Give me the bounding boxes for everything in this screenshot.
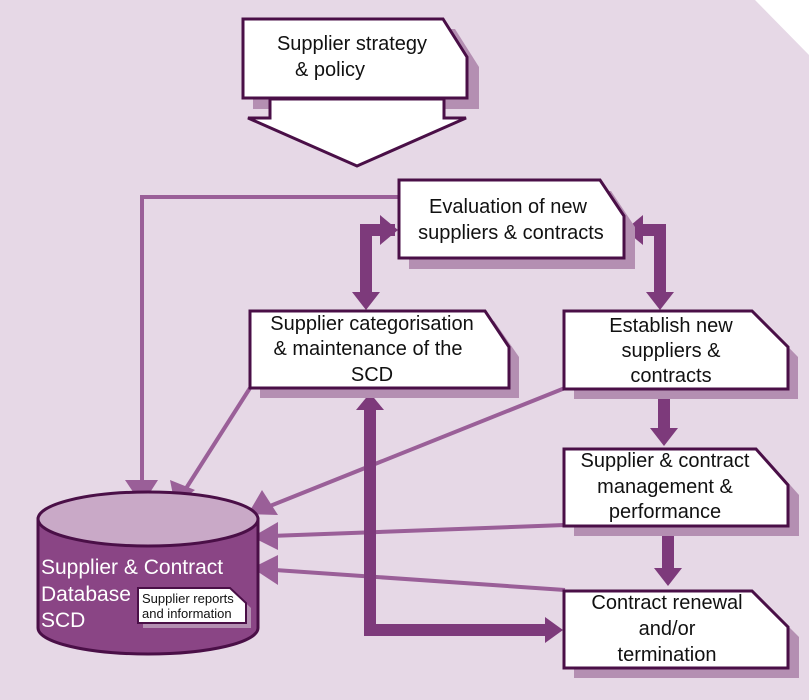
arrowhead-to-management <box>650 428 678 446</box>
database-top <box>36 490 260 548</box>
establish-label-line1: Establish new <box>609 315 733 337</box>
thick-connectors <box>352 215 682 643</box>
node-establish[interactable]: Establish new suppliers & contracts <box>562 309 798 399</box>
evaluation-label-line1: Evaluation of new <box>429 196 587 218</box>
arrowhead-to-renewal <box>654 568 682 586</box>
connector-renewal-database <box>274 568 566 592</box>
database-label-line1: Supplier & Contract <box>41 556 223 579</box>
node-database[interactable]: Supplier & Contract Database SCD <box>36 490 260 656</box>
arrowhead-to-categorisation-up <box>356 393 384 410</box>
arrowhead-renewal-database <box>252 555 278 585</box>
node-reports[interactable]: Supplier reports and information <box>137 587 251 628</box>
management-label-line3: performance <box>609 501 721 523</box>
strategy-label-line1: Supplier strategy <box>277 33 427 55</box>
connector-establish-database <box>264 386 566 510</box>
arrowhead-establish-database <box>248 490 278 515</box>
categorisation-label-line2: & maintenance of the <box>273 338 462 360</box>
categorisation-label-line3: SCD <box>351 364 393 386</box>
node-renewal[interactable]: Contract renewal and/or termination <box>562 589 799 678</box>
establish-label-line3: contracts <box>630 365 711 387</box>
block-arrow-strategy-evaluation <box>247 97 467 168</box>
management-label-line2: management & <box>597 476 733 498</box>
arrowhead-to-renewal-left <box>545 617 563 643</box>
connector-management-database <box>269 523 566 538</box>
connector-categorisation-database <box>183 386 252 492</box>
thin-connectors <box>140 195 566 592</box>
arrowhead-to-establish <box>646 292 674 310</box>
database-label-line3: SCD <box>41 609 85 632</box>
strategy-label-line2: & policy <box>295 59 365 81</box>
arrowhead-to-evaluation-left <box>380 215 398 245</box>
management-label-line1: Supplier & contract <box>581 450 750 472</box>
evaluation-label-line2: suppliers & contracts <box>418 222 604 244</box>
connector-renewal-categorisation <box>364 410 545 636</box>
node-strategy[interactable]: Supplier strategy & policy <box>241 17 479 109</box>
node-evaluation[interactable]: Evaluation of new suppliers & contracts <box>397 178 635 269</box>
arrowhead-management-database <box>252 522 278 550</box>
renewal-label-line1: Contract renewal <box>591 592 742 614</box>
renewal-label-line2: and/or <box>639 618 696 640</box>
node-management[interactable]: Supplier & contract management & perform… <box>562 447 799 536</box>
reports-label-line2: and information <box>142 606 232 621</box>
arrowhead-to-categorisation <box>352 292 380 310</box>
connector-evaluation-database <box>140 195 398 485</box>
database-label-line2: Database <box>41 583 131 606</box>
node-categorisation[interactable]: Supplier categorisation & maintenance of… <box>248 309 519 398</box>
establish-label-line2: suppliers & <box>622 340 722 362</box>
categorisation-label-line1: Supplier categorisation <box>270 313 473 335</box>
renewal-label-line3: termination <box>618 644 717 666</box>
reports-label-line1: Supplier reports <box>142 591 234 606</box>
